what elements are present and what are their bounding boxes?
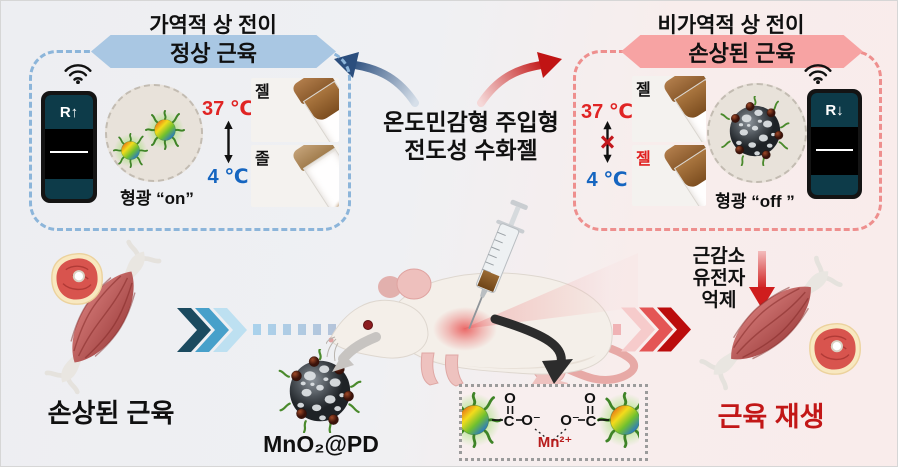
chelation-chemistry-box: O C O⁻ O⁻ C O Mn²⁺ [459,384,648,461]
hydrogel-title-line1: 온도민감형 주입형 [383,109,559,135]
screen-divider [49,151,89,153]
screen-footer [811,175,858,195]
resistance-reading: R↑ [45,95,93,129]
fluorescent-nanoparticle-icon [113,133,148,168]
reversible-transition-title: 가역적 상 전이 [149,14,277,37]
red-chevron-arrows [621,307,691,352]
fluorescence-off-label: 형광 “off ” [715,192,795,211]
carbon: C [586,413,597,430]
sol-label: 졸 [255,151,270,168]
gel-photo: 젤 [251,78,339,142]
sol-photo: 졸 [251,145,339,207]
temp-4-label: 4 ℃ [207,166,249,188]
mno2-pd-particle-icon [277,349,363,433]
muscle-cross-section-icon [49,251,105,307]
fluorescence-on-label: 형광 “on” [120,189,194,208]
suppression-down-arrow [749,251,775,309]
carboxylate-oxygen: O⁻ [560,412,580,429]
gel-photo-37: 젤 [632,76,706,142]
nanoparticle-label: MnO₂@PD [263,431,379,457]
wifi-icon [63,61,93,84]
injection-site-glow [433,307,497,351]
resistance-monitor-phone-right: R↓ [807,89,862,199]
gel-label-red: 젤 [636,151,651,168]
phone-screen: R↓ [811,93,858,195]
phone-screen: R↑ [45,95,93,199]
reversible-arrow-icon [222,120,235,164]
gene-suppression-line1: 근감소 [692,246,746,267]
hydrogel-title: 온도민감형 주입형 전도성 수화젤 [341,108,601,164]
fluorescent-nanoparticle-icon [145,110,185,150]
sol-liquid [332,196,339,207]
screen-footer [45,179,93,199]
gel-label: 젤 [636,82,651,99]
fluorescent-hydrogel-circle [105,84,203,182]
temp-37-label: 37 ℃ [580,101,634,123]
damaged-muscle-banner: 손상된 근육 [621,35,863,68]
hydrogel-title-line2: 전도성 수화젤 [404,137,538,163]
gel-photo-4: 젤 [632,145,706,206]
mouse-ear [396,268,432,300]
damaged-muscle-label: 손상된 근육 [47,398,175,428]
carbonyl-oxygen: O [504,390,516,407]
irreversible-transition-title: 비가역적 상 전이 [657,14,805,37]
chelation-diagram: O C O⁻ O⁻ C O Mn²⁺ [462,390,639,451]
blue-chevron-arrows [177,308,247,352]
gene-suppression-line2: 유전자 [692,268,746,289]
blocked-transition-arrow-icon [601,121,614,163]
wifi-icon [803,61,833,84]
gene-suppression-line3: 억제 [701,290,737,311]
gel-label: 젤 [255,84,270,101]
carboxylate-oxygen: O⁻ [521,412,541,429]
mouse-eye [363,320,373,330]
red-curved-arrow [477,52,562,107]
carbon: C [504,413,515,430]
manganese-ion-label: Mn²⁺ [538,434,573,451]
screen-divider [815,149,854,151]
mno2-particle-icon [720,96,790,166]
carbonyl-oxygen: O [584,390,596,407]
normal-muscle-banner: 정상 근육 [91,35,336,68]
resistance-reading: R↓ [811,93,858,127]
resistance-monitor-phone-left: R↑ [41,91,97,203]
gene-suppression-label: 근감소 유전자 억제 [679,246,759,312]
muscle-cross-section-icon [807,321,863,377]
syringe-icon [447,192,542,339]
temp-4-label: 4 ℃ [586,169,628,191]
muscle-regeneration-label: 근육 재생 [717,402,825,432]
temp-37-label: 37 ℃ [201,98,255,120]
